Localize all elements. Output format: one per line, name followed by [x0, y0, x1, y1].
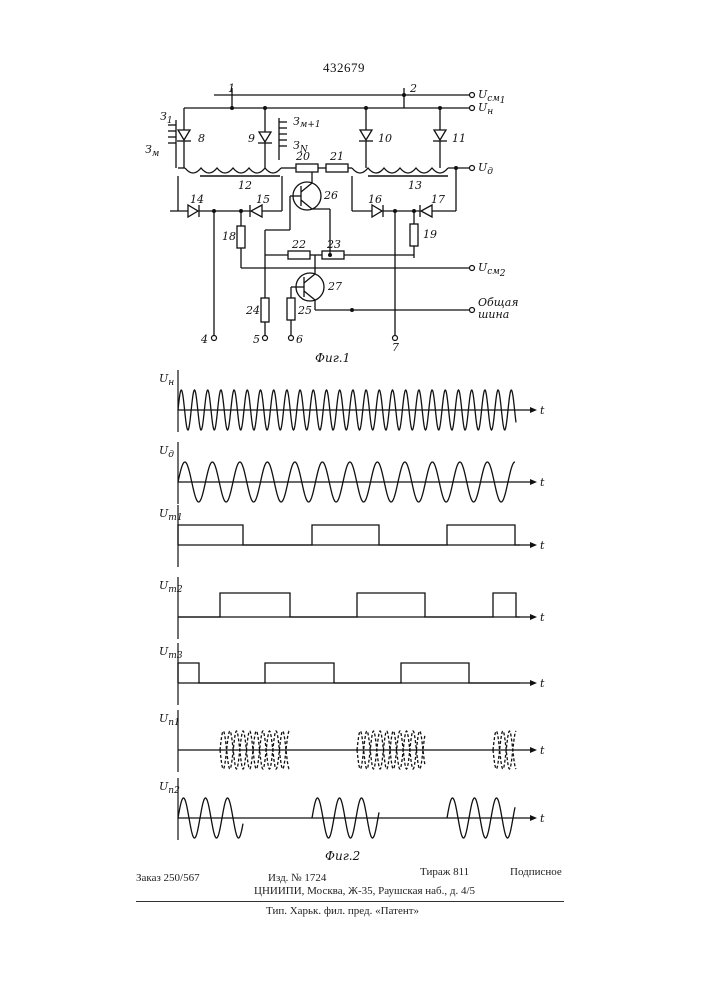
plot-3-t-label: t: [540, 539, 545, 552]
diode-10-label: 10: [378, 132, 392, 145]
plot-6-label: Uп1: [159, 712, 180, 728]
footer-divider: [136, 901, 564, 902]
transistor-27-label: 27: [327, 280, 342, 293]
plot-5-t-label: t: [540, 677, 545, 690]
plot-5-label: Um3: [159, 645, 183, 661]
plot-4-t-label: t: [540, 611, 545, 624]
plot-7-t-label: t: [540, 812, 545, 825]
plot-5-arrow: [530, 680, 537, 686]
resistor-20-label: 20: [295, 150, 310, 163]
terminal-ucm2-label: Uсм2: [478, 261, 506, 279]
diode-15-label: 15: [256, 193, 270, 206]
label-z1: З1: [160, 110, 173, 126]
node-5-label: 5: [253, 333, 260, 346]
node-4-label: 4: [200, 333, 208, 346]
figure-1-caption: Фиг.1: [315, 351, 350, 365]
transistor-26-label: 26: [323, 189, 338, 202]
resistor-24-label: 24: [245, 304, 260, 317]
node-6-label: 6: [296, 333, 303, 346]
plot-3-label: Um1: [159, 507, 183, 523]
plot-6-arrow: [530, 747, 537, 753]
footer-publisher: ЦНИИПИ, Москва, Ж-35, Раушская наб., д. …: [254, 885, 475, 897]
node-2-label: 2: [409, 82, 417, 95]
footer-order: Заказ 250/567: [136, 872, 200, 884]
plot-1-label: Uн: [159, 372, 174, 388]
plot-4-arrow: [530, 614, 537, 620]
plot-2-t-label: t: [540, 476, 545, 489]
diode-8-label: 8: [198, 132, 205, 145]
winding-13-label: 13: [408, 179, 422, 192]
plot-3-arrow: [530, 542, 537, 548]
resistor-23-label: 23: [326, 238, 341, 251]
footer-subscription: Подписное: [510, 866, 562, 878]
plot-6-t-label: t: [540, 744, 545, 757]
plot-7-arrow: [530, 815, 537, 821]
winding-12-label: 12: [238, 179, 252, 192]
plot-3-waveform: [178, 525, 520, 545]
label-zm1: Зм+1: [293, 115, 321, 130]
diode-17-label: 17: [431, 193, 445, 206]
label-zm: Зм: [145, 143, 159, 159]
plot-1-arrow: [530, 407, 537, 413]
plot-4-label: Um2: [159, 579, 183, 595]
resistor-22-label: 22: [291, 238, 306, 251]
plot-5-waveform: [178, 663, 520, 683]
resistor-21-label: 21: [329, 150, 344, 163]
common-bus-label-2: шина: [478, 308, 509, 321]
figure-2-caption: Фиг.2: [325, 849, 360, 863]
resistor-18-label: 18: [222, 230, 236, 243]
diode-14-label: 14: [190, 193, 204, 206]
plot-7-label: Uп2: [159, 780, 180, 796]
plot-2-arrow: [530, 479, 537, 485]
diode-11-label: 11: [452, 132, 466, 145]
node-7-label: 7: [392, 341, 399, 354]
diode-16-label: 16: [368, 193, 382, 206]
plot-4-waveform: [178, 593, 520, 617]
plot-1-t-label: t: [540, 404, 545, 417]
node-1-label: 1: [228, 82, 235, 95]
resistor-19-label: 19: [423, 228, 437, 241]
footer-circulation: Тираж 811: [420, 866, 469, 878]
figure-2-timing-diagrams: UнtUдtUm1tUm2tUm3tUп1tUп2t: [159, 370, 545, 840]
resistor-25-label: 25: [297, 304, 312, 317]
plot-2-label: Uд: [159, 444, 174, 460]
footer-edition: Изд. № 1724: [268, 872, 326, 884]
diode-9-label: 9: [248, 132, 255, 145]
footer-printer: Тип. Харьк. фил. пред. «Патент»: [266, 905, 419, 917]
terminal-ud-label: Uд: [478, 161, 493, 177]
